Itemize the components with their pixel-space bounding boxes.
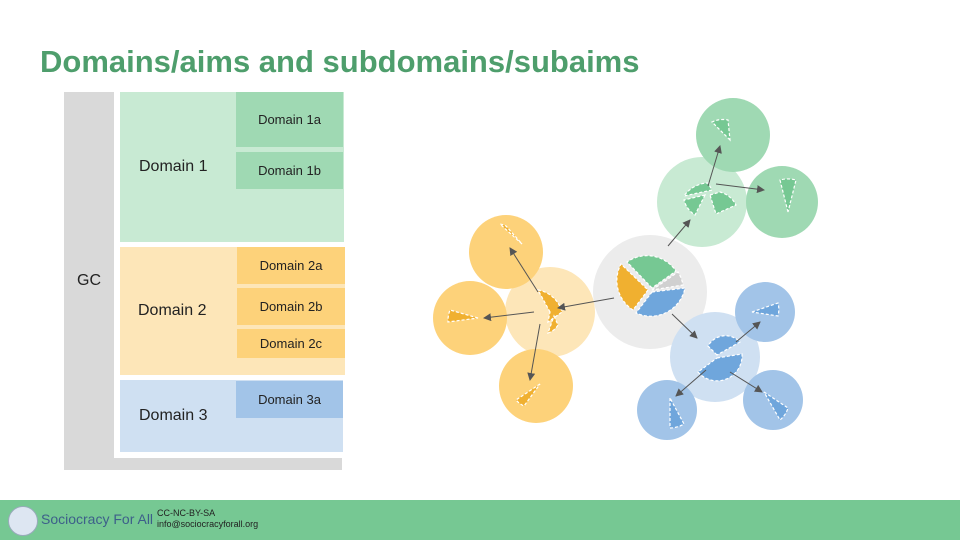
license-info: CC-NC-BY-SA info@sociocracyforall.org — [157, 508, 258, 530]
domain-1b-block: Domain 1b — [236, 152, 343, 189]
domain-2c-block: Domain 2c — [237, 329, 345, 358]
domain-2a-block: Domain 2a — [237, 247, 345, 284]
gc-block: GC — [64, 92, 114, 470]
arrow — [729, 371, 763, 393]
green-sub-wedge — [779, 178, 797, 213]
blue-pie — [697, 335, 743, 382]
gc-pie-green — [626, 255, 677, 289]
orange-pie — [536, 289, 563, 334]
domain-2-label: Domain 2 — [138, 302, 207, 319]
orange-sub-wedge — [447, 309, 479, 323]
arrow — [483, 311, 535, 322]
gc-label: GC — [77, 272, 101, 289]
orange-sub-wedge — [515, 383, 541, 407]
license-text: CC-NC-BY-SA — [157, 508, 216, 518]
green-sub-wedge — [710, 118, 731, 142]
green-sub-circle — [696, 98, 770, 172]
arrow — [509, 247, 539, 293]
gc-pie-gray — [651, 271, 684, 291]
arrow — [667, 219, 691, 247]
green-sub-circle — [746, 166, 818, 238]
domain-1-label: Domain 1 — [139, 158, 208, 175]
blue-sub-wedge — [669, 397, 685, 429]
orange-sub-circle — [499, 349, 573, 423]
blue-sub-circle — [637, 380, 697, 440]
arrow — [715, 183, 765, 194]
arrow — [675, 369, 707, 397]
arrow — [671, 313, 698, 339]
domain-3-label: Domain 3 — [139, 407, 208, 424]
arrow — [707, 145, 722, 187]
domain-2b-block: Domain 2b — [237, 288, 345, 325]
domain-1a-block: Domain 1a — [236, 92, 343, 147]
green-pie — [682, 182, 737, 216]
arrow — [557, 297, 615, 311]
contact-email: info@sociocracyforall.org — [157, 519, 259, 529]
org-name: Sociocracy For All — [41, 511, 154, 527]
sociocracy-logo-icon — [8, 506, 38, 536]
orange-sub-wedge — [498, 223, 523, 245]
gc-pie-blue — [635, 287, 686, 317]
slide-title: Domains/aims and subdomains/subaims — [40, 44, 640, 79]
gc-base — [64, 458, 342, 470]
blue-sub-wedge — [763, 391, 789, 421]
domain-3a-block: Domain 3a — [236, 381, 343, 418]
footer-bar: Sociocracy For All CC-NC-BY-SA info@soci… — [0, 500, 960, 540]
arrow — [735, 321, 761, 343]
arrow — [527, 323, 541, 381]
gc-pie-orange — [616, 263, 649, 311]
circle-domains-diagram — [433, 98, 818, 440]
blue-sub-wedge — [751, 302, 780, 317]
